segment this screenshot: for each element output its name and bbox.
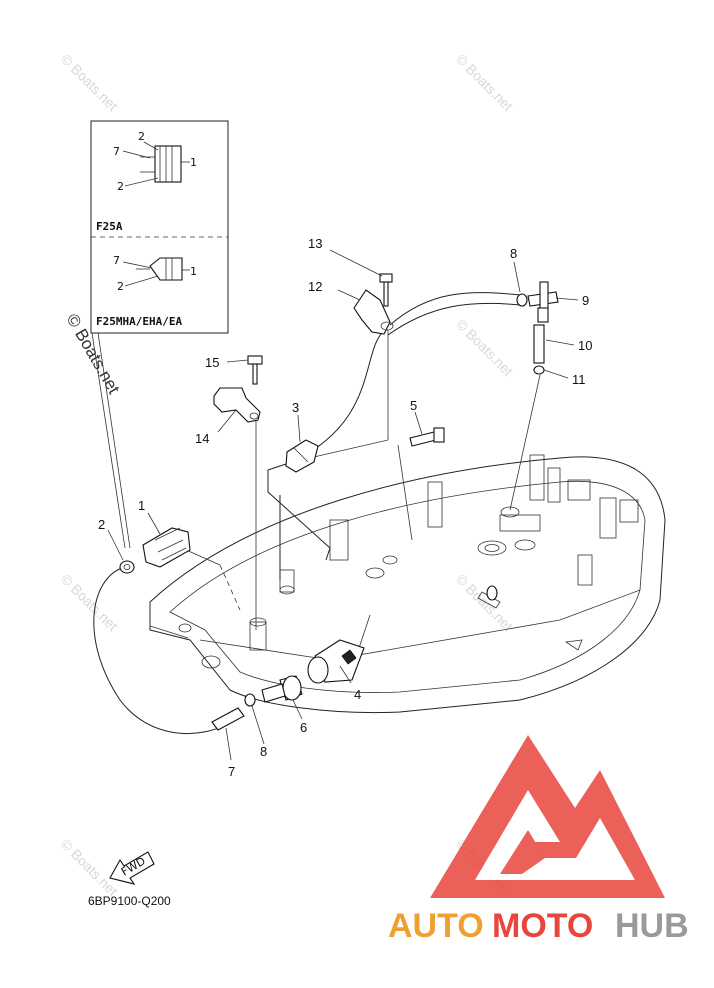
logo-text-auto: AUTO bbox=[388, 907, 484, 945]
watermark: © Boats.net bbox=[453, 51, 516, 114]
part-6-fitting bbox=[261, 675, 303, 703]
diagram-code: 6BP9100-Q200 bbox=[88, 894, 171, 908]
bottom-cowling bbox=[149, 454, 666, 714]
callout-13: 13 bbox=[308, 236, 322, 251]
logo-text-moto: MOTO bbox=[492, 907, 593, 945]
callout-11: 11 bbox=[572, 372, 586, 387]
fwd-arrow: FWD bbox=[109, 851, 155, 885]
callout-2: 2 bbox=[98, 517, 105, 532]
watermark-group: © Boats.net © Boats.net © Boats.net © Bo… bbox=[58, 51, 516, 899]
callout-5: 5 bbox=[410, 398, 417, 413]
inset-label: 1 bbox=[190, 265, 197, 278]
inset-label: 2 bbox=[117, 280, 124, 293]
inset-label: 7 bbox=[113, 254, 120, 267]
part-5-screw bbox=[409, 427, 445, 447]
watermark: © Boats.net bbox=[58, 836, 121, 899]
callout-8-upper: 8 bbox=[510, 246, 517, 261]
callout-1: 1 bbox=[138, 498, 145, 513]
part-13-bolt bbox=[379, 273, 393, 307]
part-3-grommet bbox=[285, 439, 319, 473]
inset-label: 2 bbox=[117, 180, 124, 193]
part-8-clip-upper bbox=[516, 293, 528, 307]
inset-caption-f25a: F25A bbox=[96, 220, 123, 233]
callout-leaders bbox=[107, 249, 579, 761]
callout-10: 10 bbox=[578, 338, 592, 353]
part-7-hose bbox=[211, 707, 245, 731]
watermark: © Boats.net bbox=[58, 571, 121, 634]
inset-box: F25A F25MHA/EHA/EA 7 2 1 2 7 1 2 bbox=[90, 120, 229, 549]
connector bbox=[486, 585, 498, 601]
part-1-grommet bbox=[142, 527, 191, 568]
callout-3: 3 bbox=[292, 400, 299, 415]
part-11-clip bbox=[533, 365, 545, 375]
inset-label: 1 bbox=[190, 156, 197, 169]
part-9-tee-joint bbox=[527, 281, 559, 323]
logo-text-hub: HUB bbox=[615, 907, 689, 945]
callout-labels: 1 2 3 4 5 6 7 8 8 9 10 11 12 13 14 15 bbox=[98, 236, 592, 779]
callout-7: 7 bbox=[228, 764, 235, 779]
part-14-bracket bbox=[213, 387, 261, 423]
automotohub-logo: AUTO MOTO HUB bbox=[388, 735, 689, 945]
part-10-hose bbox=[533, 324, 545, 364]
inset-label: 2 bbox=[138, 130, 145, 143]
callout-9: 9 bbox=[582, 293, 589, 308]
part-8-clip bbox=[244, 693, 256, 707]
part-12-holder bbox=[353, 289, 394, 335]
callout-4: 4 bbox=[354, 687, 361, 702]
callout-6: 6 bbox=[300, 720, 307, 735]
inset-bottom-grommet bbox=[136, 257, 183, 281]
hose-lines bbox=[93, 292, 541, 735]
watermark: © Boats.net bbox=[453, 571, 516, 634]
inset-label: 7 bbox=[113, 145, 120, 158]
logo-mark-icon bbox=[430, 735, 665, 898]
watermark: © Boats.net bbox=[453, 316, 516, 379]
inset-top-grommet bbox=[140, 145, 182, 183]
watermark: © Boats.net bbox=[58, 51, 121, 114]
part-4-grommet bbox=[307, 639, 365, 684]
part-2-clip bbox=[119, 560, 135, 574]
callout-14: 14 bbox=[195, 431, 209, 446]
callout-15: 15 bbox=[205, 355, 219, 370]
inset-caption-f25mha: F25MHA/EHA/EA bbox=[96, 315, 182, 328]
callout-12: 12 bbox=[308, 279, 322, 294]
callout-8: 8 bbox=[260, 744, 267, 759]
part-15-bolt bbox=[247, 355, 263, 385]
